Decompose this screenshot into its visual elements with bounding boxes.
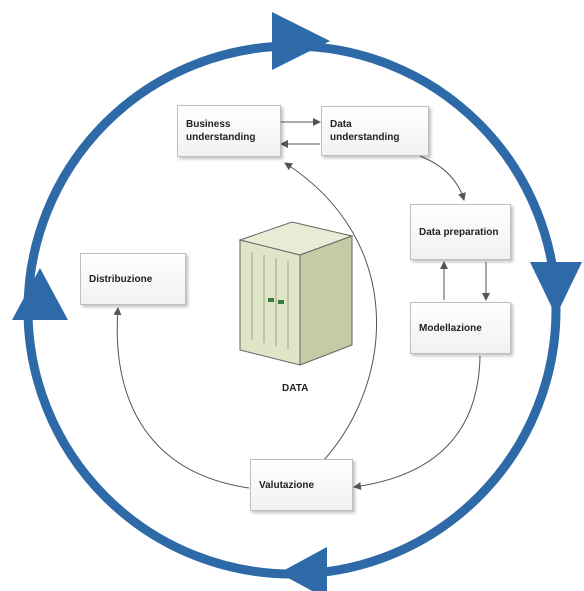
- step-business-understanding: Business understanding: [177, 105, 281, 157]
- step-business-label: Business understanding: [186, 119, 256, 143]
- cycle-arrow-right-icon: [530, 262, 582, 316]
- cycle-arrow-bottom-icon: [279, 547, 327, 591]
- server-caption: DATA: [282, 383, 309, 394]
- step-modelling-label: Modellazione: [419, 322, 482, 334]
- step-modelling: Modellazione: [410, 302, 511, 354]
- step-data-preparation-label: Data preparation: [419, 226, 499, 238]
- arrow-evaluation-to-deployment: [113, 307, 250, 489]
- step-data-understanding-label: Data understanding: [330, 119, 400, 143]
- arrow-modelling-to-evaluation: [353, 355, 481, 491]
- step-evaluation-label: Valutazione: [259, 479, 315, 491]
- step-data-understanding: Data understanding: [321, 106, 429, 156]
- arrow-evaluation-to-business: [284, 162, 378, 461]
- cycle-arrow-top-icon: [272, 12, 330, 70]
- step-deployment-label: Distribuzione: [89, 273, 153, 285]
- step-evaluation: Valutazione: [250, 459, 353, 511]
- step-data-preparation: Data preparation: [410, 204, 511, 260]
- step-deployment: Distribuzione: [80, 253, 186, 305]
- cycle-arrow-left-icon: [12, 268, 68, 320]
- arrow-data-to-preparation: [419, 155, 466, 201]
- server-icon: [238, 221, 354, 366]
